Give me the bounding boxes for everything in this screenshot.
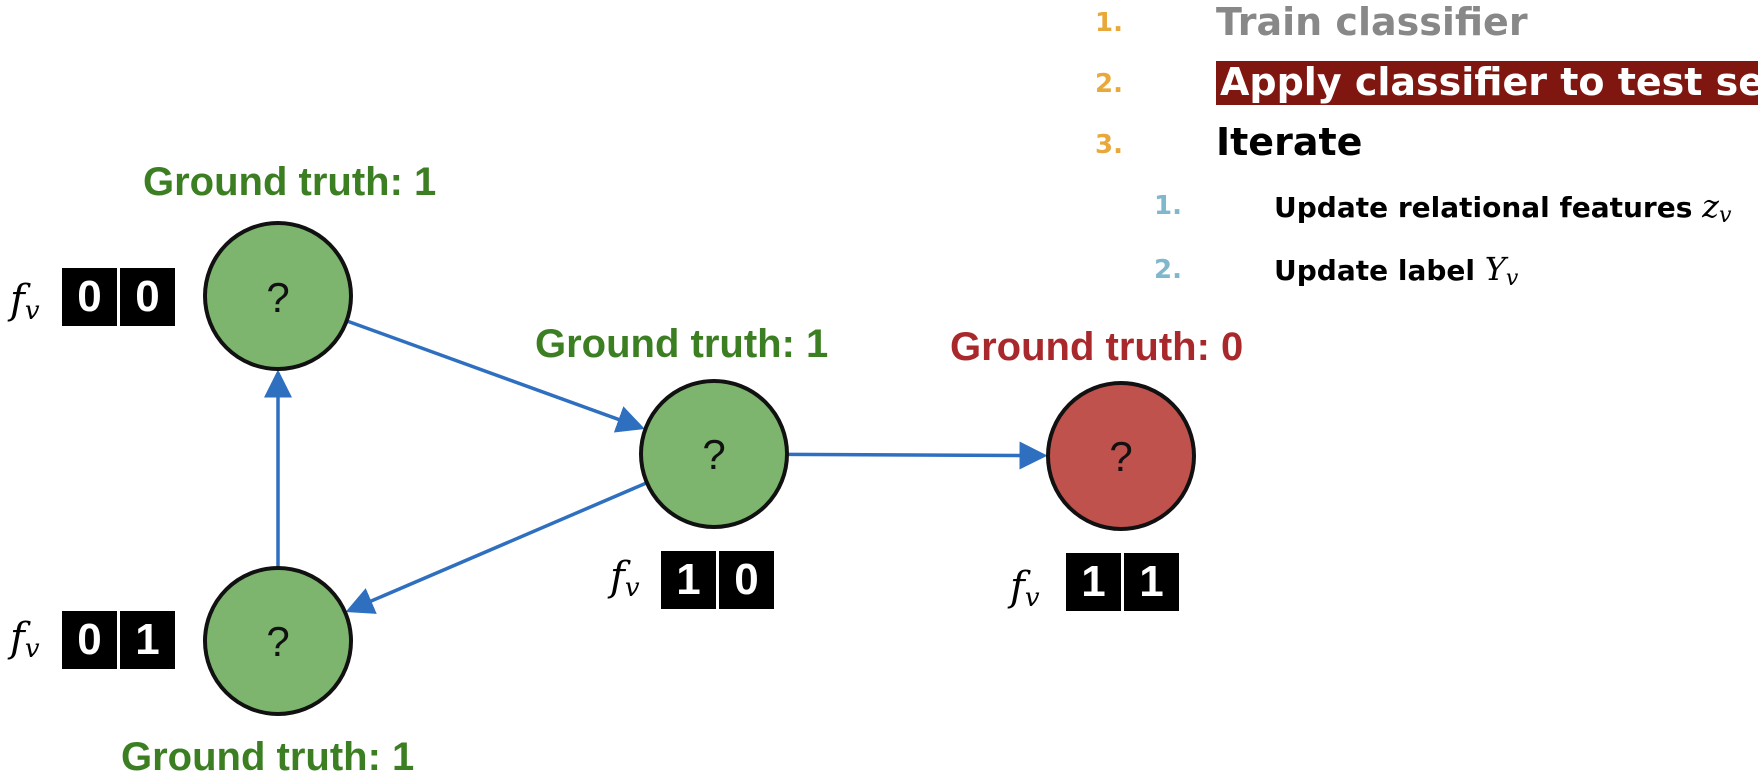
step-train-classifier: Train classifier (1216, 0, 1528, 44)
feature-symbol: fv (1010, 564, 1040, 613)
edge-node-middle-to-node-right (786, 441, 1048, 470)
feature-bit: 1 (1066, 553, 1121, 611)
feature-vector: 0 0 (62, 268, 175, 326)
substep-update-label: Update label Yv (1274, 250, 1519, 291)
edge-node-top-left-to-node-middle (346, 319, 645, 433)
feature-bit: 0 (62, 611, 117, 669)
node-top-left (203, 221, 353, 371)
substep-update-features: Update relational features zv (1274, 187, 1732, 228)
feature-bit: 1 (661, 551, 716, 609)
node-bottom-left (203, 566, 353, 716)
step-number: 3. (1095, 130, 1123, 160)
step-apply-classifier: Apply classifier to test set (1216, 61, 1758, 105)
substep-number: 1. (1154, 191, 1182, 221)
feature-symbol: fv (610, 554, 640, 603)
feature-vector: 0 1 (62, 611, 175, 669)
node-label: ? (1109, 433, 1133, 480)
node-label: ? (266, 618, 290, 665)
feature-bit: 1 (1124, 553, 1179, 611)
node-middle (639, 379, 789, 529)
node-label: ? (702, 431, 726, 478)
feature-symbol: fv (10, 277, 40, 326)
ground-truth-label: Ground truth: 1 (121, 735, 415, 779)
feature-bit: 0 (120, 268, 175, 326)
ground-truth-label: Ground truth: 0 (950, 325, 1244, 369)
feature-vector: 1 1 (1066, 553, 1179, 611)
step-number: 1. (1095, 8, 1123, 38)
ground-truth-label: Ground truth: 1 (535, 322, 829, 366)
node-right (1046, 381, 1196, 531)
node-label: ? (266, 274, 290, 321)
feature-bit: 0 (719, 551, 774, 609)
step-number: 2. (1095, 69, 1123, 99)
feature-bit: 1 (120, 611, 175, 669)
substep-number: 2. (1154, 255, 1182, 285)
edge-node-middle-to-node-bottom-left (345, 481, 648, 614)
step-iterate: Iterate (1216, 120, 1363, 164)
feature-vector: 1 0 (661, 551, 774, 609)
ground-truth-label: Ground truth: 1 (143, 160, 437, 204)
feature-symbol: fv (10, 615, 40, 664)
feature-bit: 0 (62, 268, 117, 326)
